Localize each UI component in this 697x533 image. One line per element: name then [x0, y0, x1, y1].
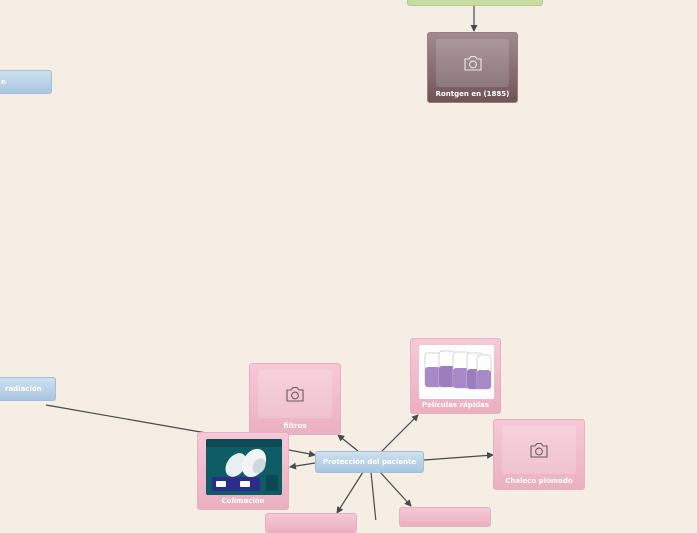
- edge-center-to-colimacion: [290, 463, 315, 467]
- center-node-label: Protección del paciente: [323, 458, 416, 466]
- card-filtros[interactable]: filtros: [249, 363, 341, 435]
- dental-films-image: [419, 345, 494, 399]
- card-filtros-image-area: [258, 370, 332, 418]
- card-chaleco[interactable]: Chaleco plomado: [493, 419, 585, 490]
- card-rontgen[interactable]: Rontgen en (1885): [427, 32, 518, 103]
- left-mid-node[interactable]: radiación: [0, 377, 56, 401]
- card-bottom-right[interactable]: [399, 507, 491, 527]
- edge-center-to-bottom-right: [380, 472, 411, 506]
- edge-radiacion-to-colimacion: [46, 405, 212, 434]
- card-peliculas-caption: Películas rápidas: [411, 401, 500, 409]
- edge-center-to-bottom-left: [337, 472, 363, 513]
- card-chaleco-image-area: [502, 426, 576, 474]
- camera-icon: [463, 55, 483, 71]
- left-top-node[interactable]: n: [0, 70, 52, 94]
- card-colimacion-caption: Colimación: [198, 497, 288, 505]
- center-node-proteccion[interactable]: Protección del paciente: [315, 451, 424, 473]
- edge-colimacion-to-center: [289, 450, 315, 455]
- card-peliculas[interactable]: Películas rápidas: [410, 338, 501, 414]
- camera-icon: [529, 442, 549, 458]
- left-top-node-label: n: [1, 78, 6, 86]
- card-rontgen-caption: Rontgen en (1885): [428, 90, 517, 98]
- camera-icon: [285, 386, 305, 402]
- card-rontgen-image-area: [436, 39, 509, 87]
- card-bottom-left[interactable]: [265, 513, 357, 533]
- collimators-image: [206, 439, 282, 495]
- connector-layer: [0, 0, 697, 520]
- card-colimacion[interactable]: Colimación: [197, 432, 289, 510]
- card-chaleco-caption: Chaleco plomado: [494, 477, 584, 485]
- edge-center-to-chaleco: [424, 455, 493, 460]
- edge-center-to-bottom-mid: [371, 472, 376, 520]
- top-green-node[interactable]: [407, 0, 543, 6]
- left-mid-node-label: radiación: [5, 385, 42, 393]
- edge-center-to-peliculas: [382, 415, 418, 451]
- card-filtros-caption: filtros: [250, 422, 340, 430]
- edge-center-to-filtros: [338, 435, 358, 451]
